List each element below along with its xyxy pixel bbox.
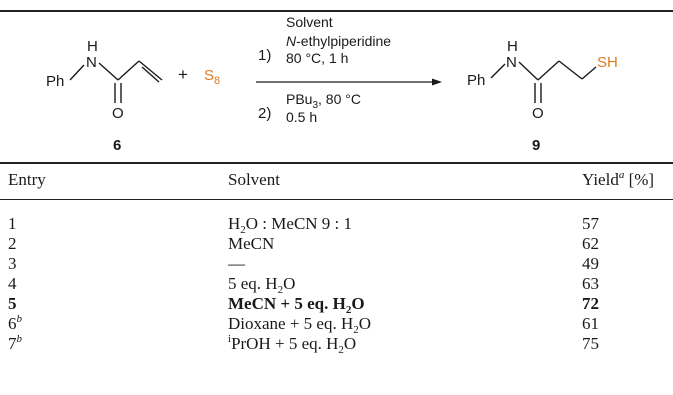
yield-cell: 49: [582, 254, 599, 273]
atom-ph: Ph: [46, 73, 64, 90]
scheme-rule: [0, 162, 673, 164]
reactant-label: 6: [113, 137, 121, 154]
solvent-cell: iPrOH + 5 eq. H2O: [228, 333, 357, 356]
yield-cell: 75: [582, 334, 599, 353]
plus-sign: +: [178, 65, 188, 84]
atom-n: N: [86, 54, 97, 71]
entry-cell: 4: [8, 274, 17, 293]
header-entry: Entry: [8, 170, 46, 189]
yield-cell: 72: [582, 294, 599, 313]
product-atom-sh: SH: [597, 54, 618, 71]
sulfur-reagent: S8: [204, 67, 220, 87]
atom-h: H: [87, 38, 98, 55]
yield-cell: 63: [582, 274, 599, 293]
product-atom-ph: Ph: [467, 72, 485, 89]
step1-solvent: Solvent: [286, 14, 333, 30]
atom-o: O: [112, 105, 124, 122]
yield-cell: 61: [582, 314, 599, 333]
table-row: 5 MeCN + 5 eq. H2O 72: [0, 294, 673, 316]
solvent-cell: Dioxane + 5 eq. H2O: [228, 314, 372, 336]
yield-cell: 57: [582, 214, 599, 233]
entry-cell: 5: [8, 294, 17, 313]
step1-conditions: 80 °C, 1 h: [286, 50, 348, 66]
reaction-arrow: [256, 78, 442, 86]
step1-base: N-ethylpiperidine: [286, 33, 391, 49]
product-label: 9: [532, 137, 540, 154]
header-solvent: Solvent: [228, 170, 280, 189]
entry-cell: 3: [8, 254, 17, 273]
solvent-cell: 5 eq. H2O: [228, 274, 296, 296]
solvent-cell: H2O : MeCN 9 : 1: [228, 214, 353, 236]
table-row: 4 5 eq. H2O 63: [0, 274, 673, 296]
entry-cell: 6b: [8, 313, 22, 333]
entry-cell: 2: [8, 234, 17, 253]
top-rule: [0, 10, 673, 12]
header-yield: Yielda [%]: [582, 169, 655, 189]
step2-reagent: PBu3, 80 °C: [286, 91, 361, 111]
solvent-cell: MeCN: [228, 234, 275, 253]
table-row: 3 — 49: [0, 254, 673, 274]
table-row: 6b Dioxane + 5 eq. H2O 61: [0, 313, 673, 336]
product-atom-n: N: [506, 54, 517, 71]
step2-number: 2): [258, 105, 271, 122]
solvent-cell: MeCN + 5 eq. H2O: [228, 294, 365, 316]
yield-cell: 62: [582, 234, 599, 253]
product-atom-h: H: [507, 38, 518, 55]
step1-number: 1): [258, 47, 271, 64]
reaction-scheme: Ph H N O 6 + S8 1) Solvent N-ethylpiperi…: [46, 14, 618, 154]
entry-cell: 1: [8, 214, 17, 233]
reactant-structure: [69, 60, 163, 103]
table-row: 7b iPrOH + 5 eq. H2O 75: [0, 333, 673, 356]
table-row: 1 H2O : MeCN 9 : 1 57: [0, 214, 673, 236]
solvent-cell: —: [228, 254, 245, 273]
product-structure: [490, 60, 597, 103]
header-rule: [0, 199, 673, 200]
product-atom-o: O: [532, 105, 544, 122]
entry-cell: 7b: [8, 333, 22, 353]
table-row: 2 MeCN 62: [0, 234, 673, 254]
step2-time: 0.5 h: [286, 109, 317, 125]
